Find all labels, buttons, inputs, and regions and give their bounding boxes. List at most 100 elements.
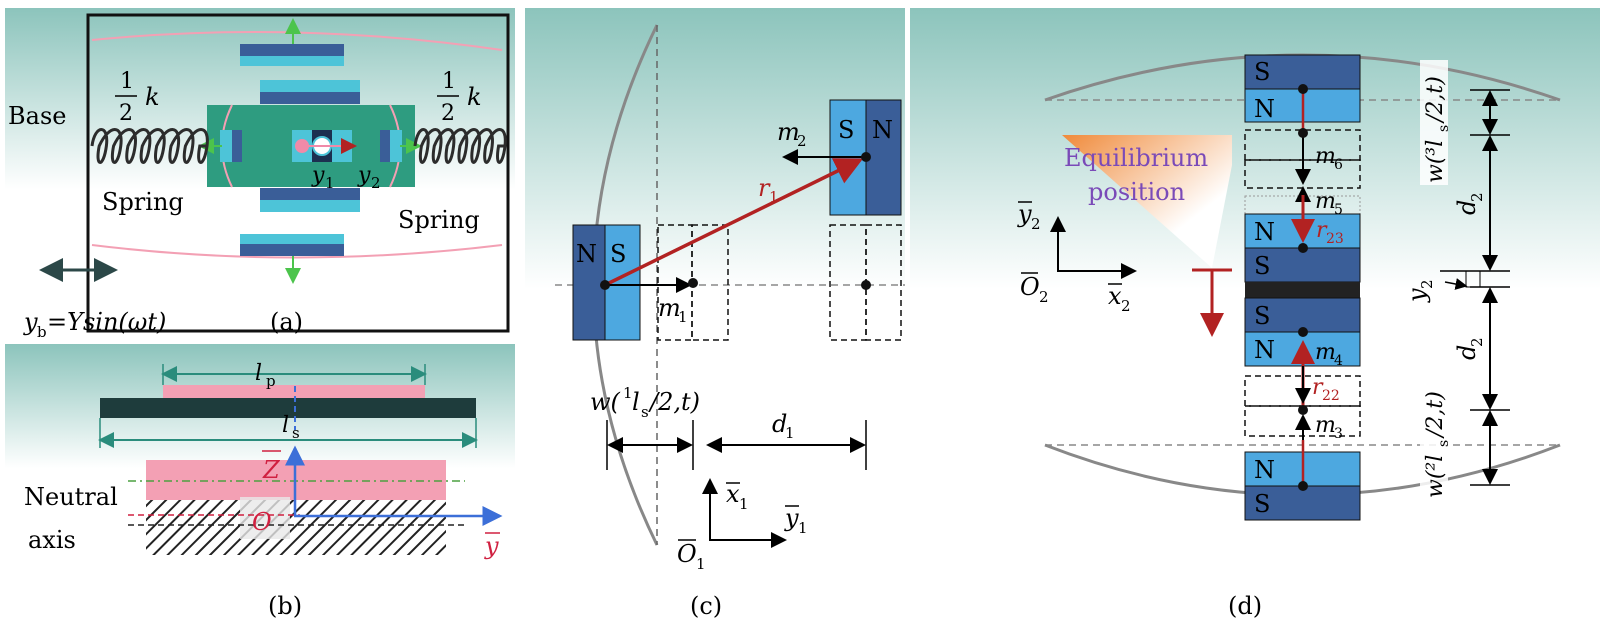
- m1-dot: [600, 280, 610, 290]
- base-motion-rhs: =Ysin(ωt): [47, 308, 166, 336]
- d1-sub: 1: [785, 424, 795, 442]
- mag-label-1: N: [1254, 95, 1275, 123]
- o2-label: O: [1020, 273, 1040, 301]
- eq-line1: Equilibrium: [1064, 144, 1208, 172]
- dot-1: [1298, 84, 1308, 94]
- d2-bot-group: d 2: [1453, 337, 1486, 360]
- mag-label-4: S: [1254, 302, 1270, 330]
- mag-label-6: N: [1254, 456, 1275, 484]
- m4-label: m: [1315, 340, 1336, 365]
- mag-label-5: N: [1254, 336, 1275, 364]
- m2-sub: 2: [797, 132, 807, 150]
- center-top-light: [260, 80, 360, 92]
- m4-sub: 4: [1334, 353, 1343, 369]
- neutral-line2: axis: [28, 526, 76, 554]
- neutral-line1: Neutral: [24, 483, 118, 511]
- mag-label-7: S: [1254, 490, 1270, 518]
- base-label: Base: [8, 102, 66, 130]
- m6-sub: 6: [1334, 157, 1343, 173]
- r22-label: r: [1312, 375, 1324, 400]
- m1-sub: 1: [678, 308, 688, 326]
- w1-l: l: [632, 388, 640, 416]
- y2bar-sub: 2: [1031, 215, 1041, 233]
- y1-label: y: [311, 163, 325, 188]
- caption-c: (c): [690, 592, 722, 620]
- k-right-sym: k: [467, 83, 482, 111]
- y2-sub: 2: [371, 174, 381, 192]
- d2-top-group: d 2: [1453, 192, 1486, 215]
- y2-gap-box: [1465, 270, 1481, 288]
- m5-label: m: [1315, 189, 1336, 214]
- x2bar-label: x: [1108, 282, 1122, 310]
- magnet-top-light: [240, 56, 344, 66]
- d2-top-sub: 2: [1468, 192, 1486, 202]
- d1-label: d: [772, 410, 787, 438]
- m1-label: m: [658, 294, 681, 322]
- stack-spacer: [1245, 282, 1360, 298]
- ghost-dot-1: [688, 278, 698, 288]
- center-bot-dark: [260, 188, 360, 200]
- callout-shape: [1062, 135, 1232, 268]
- w3-label: w(³l: [1423, 140, 1448, 183]
- o1-sub: 1: [696, 555, 706, 573]
- m6-label: m: [1315, 144, 1336, 169]
- d2-bot-sub: 2: [1468, 337, 1486, 347]
- y-label: y: [484, 532, 499, 560]
- side-mag-r1: [380, 130, 390, 162]
- w1-tail: /2,t): [648, 388, 700, 416]
- w2-bg: [1420, 375, 1448, 500]
- dot-2: [1298, 128, 1308, 138]
- dot-4: [1298, 327, 1308, 337]
- m2-label: m: [777, 118, 800, 146]
- y2-pointer: [1444, 278, 1468, 290]
- o1-label: O: [677, 540, 697, 568]
- y1bar-label: y: [784, 504, 799, 532]
- caption-a: (a): [270, 308, 303, 336]
- w3-tail: /2,t): [1423, 76, 1448, 124]
- magnet-bottom-light: [240, 234, 344, 244]
- k-left-den: 2: [119, 101, 133, 126]
- n-right: N: [872, 116, 893, 144]
- r1-vector: [604, 158, 864, 287]
- w2-label: w(²l: [1423, 455, 1448, 498]
- center-top-dark: [260, 92, 360, 104]
- frame-box: [86, 13, 510, 333]
- m5-sub: 5: [1334, 202, 1343, 218]
- origin-box: [240, 497, 290, 539]
- lp-sub: p: [266, 372, 276, 390]
- m3-sub: 3: [1334, 426, 1343, 442]
- side-mag-l2: [232, 130, 242, 162]
- y2-dim-label: y: [1403, 288, 1431, 303]
- w3-group: w(³l s /2,t): [1420, 60, 1452, 185]
- caption-d: (d): [1228, 592, 1262, 620]
- w2-group: w(²l s /2,t): [1420, 375, 1452, 500]
- o2-sub: 2: [1039, 288, 1049, 306]
- ls-sub: s: [292, 424, 300, 442]
- r23-label: r: [1316, 218, 1328, 243]
- y2-dim-sub: 2: [1418, 279, 1436, 289]
- r23-sub: 23: [1326, 231, 1344, 247]
- panel-b: l p l s Z O y Neutral axis (b): [5, 344, 515, 620]
- panel-a: Base 1 2 k 1 2 k Spring Spring y 1 y 2 y…: [5, 8, 515, 341]
- lp-label: l: [255, 361, 262, 386]
- dot-5: [1298, 405, 1308, 415]
- magnet-c-right-n: [865, 99, 902, 216]
- side-mag-l1: [220, 130, 232, 162]
- n-left: N: [576, 240, 597, 268]
- beam-bottom: [91, 244, 503, 259]
- y2-label: y: [357, 163, 371, 188]
- w2-tail: /2,t): [1423, 391, 1448, 439]
- k-right-den: 2: [441, 101, 455, 126]
- r1-sub: 1: [769, 188, 779, 206]
- w1-sup: 1: [623, 384, 633, 402]
- s-left: S: [610, 240, 626, 268]
- magnet-top-dark: [240, 44, 344, 56]
- stack-4: [1244, 297, 1361, 333]
- w1-label: w(: [590, 388, 621, 416]
- w3-bg: [1420, 60, 1448, 185]
- o-label: O: [252, 508, 272, 536]
- y2bar-label: y: [1017, 200, 1032, 228]
- stack-3: [1244, 247, 1361, 283]
- side-mag-r2: [390, 130, 402, 162]
- magnet-c-left-n: [572, 224, 606, 341]
